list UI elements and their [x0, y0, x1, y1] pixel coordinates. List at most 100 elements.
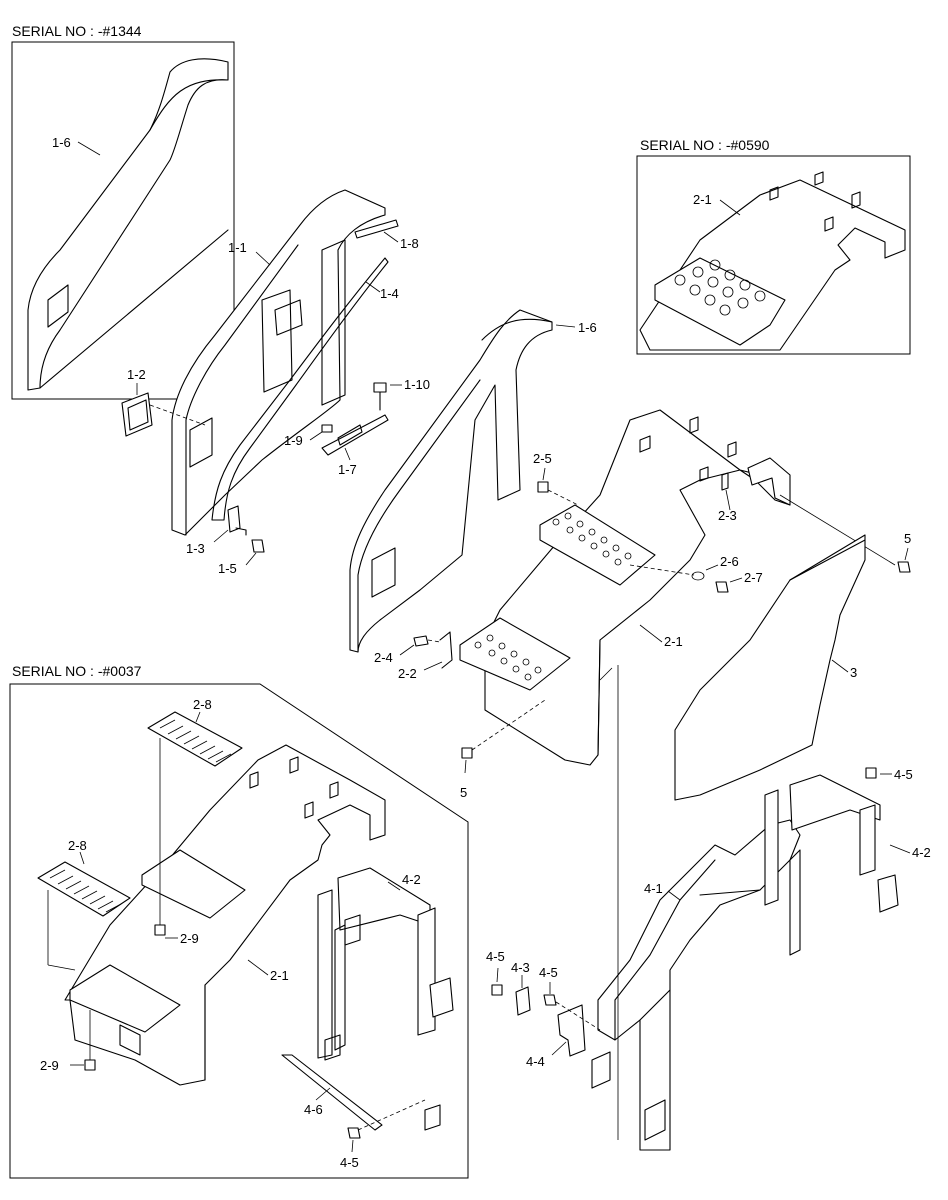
cover-bracket-1-1	[261, 289, 293, 393]
label-4-5-b: 4-5	[539, 965, 558, 980]
label-1-4: 1-4	[380, 286, 399, 301]
inset-frame-0037	[9, 683, 469, 1179]
bracket-4-4	[557, 1004, 586, 1057]
label-2-1-inset-bottom: 2-1	[270, 968, 289, 983]
inset-frame-0590	[636, 155, 911, 355]
hardware-4-3-4-4: 4-5 4-3 4-5 4-4	[486, 949, 601, 1069]
label-1-6-inset: 1-6	[52, 135, 71, 150]
label-4-5-right: 4-5	[894, 767, 913, 782]
label-4-5-a: 4-5	[486, 949, 505, 964]
label-2-1-main: 2-1	[664, 634, 683, 649]
cover-assembly-1-1: 1-8 1-1 1-4	[171, 189, 419, 536]
seal-strip-1-4	[211, 257, 389, 521]
label-2-4: 2-4	[374, 650, 393, 665]
tread-pattern-upper	[159, 719, 232, 763]
bracket-4-3	[515, 986, 531, 1016]
inset-serial-0590: SERIAL NO : -#0590 2-1	[636, 137, 911, 355]
bolt-5-bottom	[461, 747, 473, 759]
bracket-2-2	[439, 631, 453, 669]
label-2-7: 2-7	[744, 570, 763, 585]
label-2-5: 2-5	[533, 451, 552, 466]
label-4-2-right: 4-2	[912, 845, 931, 860]
label-1-10: 1-10	[404, 377, 430, 392]
cover-panel-1-6-inset	[27, 58, 229, 391]
bracket-2-3	[747, 457, 791, 506]
serial-label-0590: SERIAL NO : -#0590	[640, 137, 770, 153]
bolt-4-5-inset	[347, 1127, 361, 1139]
label-3: 3	[850, 665, 857, 680]
tread-holes-upper	[552, 512, 632, 566]
bolt-4-5-right	[865, 767, 877, 779]
step-tread-inset	[654, 257, 786, 346]
cover-edge-inset	[39, 229, 229, 389]
label-2-9-a: 2-9	[180, 931, 199, 946]
plate-4-6	[281, 1054, 383, 1131]
bracket-1-2: 1-2	[121, 367, 206, 437]
bolt-4-5-b	[543, 994, 557, 1006]
latch-assembly-1-7: 1-10 1-9 1-7	[284, 377, 430, 477]
bolt-5-right	[897, 561, 911, 573]
inset-frame-1344	[11, 41, 235, 400]
label-4-2-inset: 4-2	[402, 872, 421, 887]
cover-window-inset	[47, 284, 69, 328]
bolt-4-5-a	[491, 984, 503, 996]
tread-holes-inset	[674, 259, 766, 316]
label-1-7: 1-7	[338, 462, 357, 477]
nut-2-7	[715, 581, 729, 593]
cover-panel-1-1	[171, 189, 386, 536]
label-1-5: 1-5	[218, 561, 237, 576]
label-2-8-b: 2-8	[68, 838, 87, 853]
label-2-9-b: 2-9	[40, 1058, 59, 1073]
tread-pattern-lower	[49, 869, 122, 913]
label-1-3: 1-3	[186, 541, 205, 556]
step-upper-inset	[141, 849, 246, 919]
label-1-8: 1-8	[400, 236, 419, 251]
inset-serial-1344: SERIAL NO : -#1344 1-6	[11, 23, 235, 400]
pin-1-8	[354, 219, 399, 239]
label-1-1: 1-1	[228, 240, 247, 255]
cover-panel-1-6: 1-6	[349, 309, 597, 653]
cover-window-1-1	[189, 417, 213, 468]
bolt-1-10	[373, 382, 387, 393]
serial-label-1344: SERIAL NO : -#1344	[12, 23, 142, 39]
step-tread-upper	[539, 504, 656, 586]
step-bracket-2-1-inset-bottom	[64, 744, 386, 1086]
tread-holes-lower	[474, 634, 542, 681]
cover-window-1-6	[371, 547, 396, 598]
clip-1-3: 1-3 1-5	[186, 505, 265, 576]
label-2-6: 2-6	[720, 554, 739, 569]
bolt-1-9	[321, 424, 333, 433]
bolt-2-4	[413, 635, 429, 647]
serial-label-0037: SERIAL NO : -#0037	[12, 663, 142, 679]
step-bracket-2-1-inset	[639, 179, 906, 351]
bolt-2-5	[537, 481, 549, 493]
label-4-1: 4-1	[644, 881, 663, 896]
frame-4-1: 4-1 4-2 4-5	[591, 665, 931, 1151]
frame-4-2-inset	[317, 889, 333, 1059]
label-1-6-main: 1-6	[578, 320, 597, 335]
label-2-1-inset-top: 2-1	[693, 192, 712, 207]
side-panel-3: 3 5	[674, 531, 911, 801]
frame-4-2-main	[859, 804, 876, 876]
washer-2-6	[691, 571, 705, 581]
label-4-4: 4-4	[526, 1054, 545, 1069]
step-lower-inset	[69, 964, 181, 1033]
label-2-8-a: 2-8	[193, 697, 212, 712]
inset-serial-0037: SERIAL NO : -#0037 2-8 2-8 2-9 2-9 2-1	[9, 663, 469, 1179]
label-2-3: 2-3	[718, 508, 737, 523]
bolt-1-5	[251, 539, 265, 553]
bolt-2-9-a	[154, 924, 166, 936]
label-4-6: 4-6	[304, 1102, 323, 1117]
bolt-2-9-b	[84, 1059, 96, 1071]
latch-arm-1-7	[321, 414, 389, 456]
label-5-bottom: 5	[460, 785, 467, 800]
tread-plate-2-8-upper	[147, 711, 243, 767]
label-1-9: 1-9	[284, 433, 303, 448]
label-5-right: 5	[904, 531, 911, 546]
step-bracket-2-1: 2-3 2-5 2-6 2-7 2-1 2-4 2-2 5	[374, 409, 896, 800]
label-4-3: 4-3	[511, 960, 530, 975]
label-1-2: 1-2	[127, 367, 146, 382]
label-2-2: 2-2	[398, 666, 417, 681]
